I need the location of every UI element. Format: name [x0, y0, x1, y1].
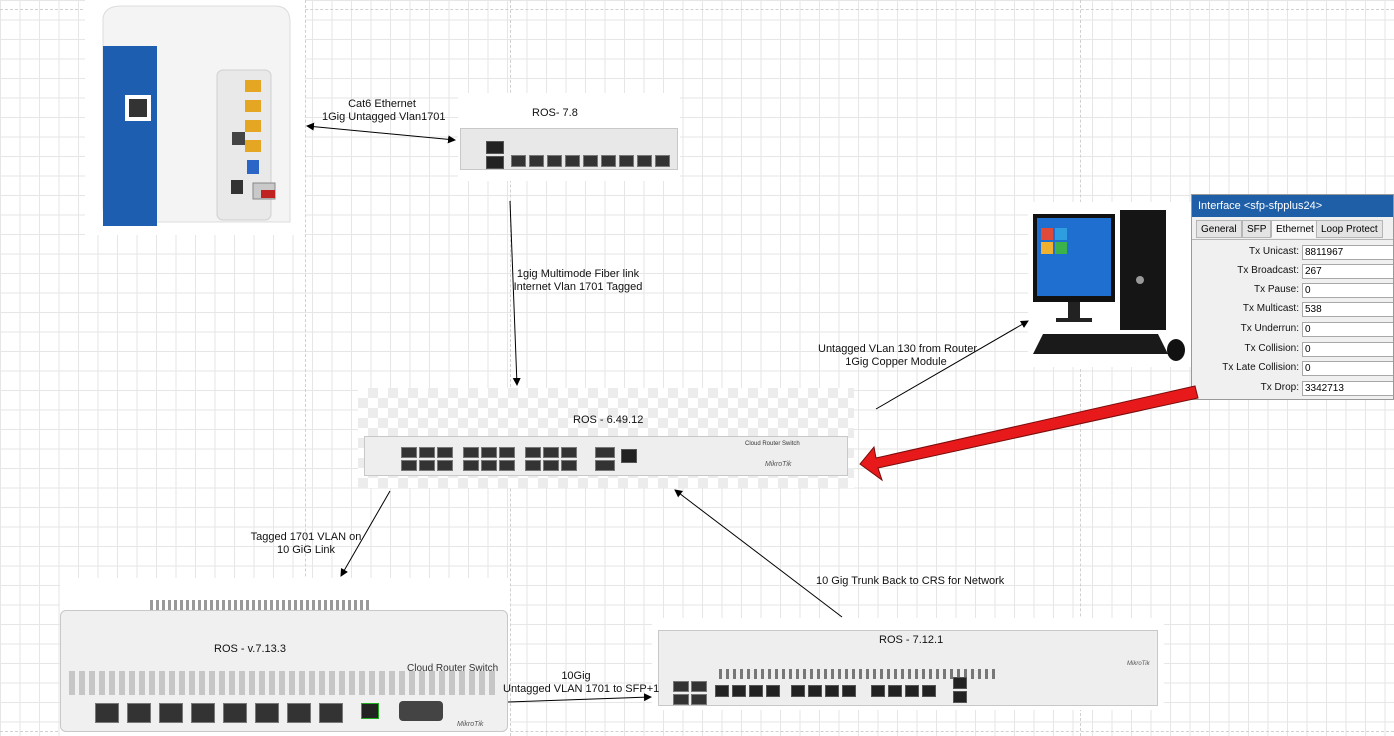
stat-label: Tx Multicast:	[1242, 303, 1299, 314]
tab-loop-protect[interactable]: Loop Protect	[1316, 220, 1383, 238]
tengig-arrow	[507, 693, 652, 703]
router-top-image: ROS- 7.8	[458, 93, 680, 181]
crs-bottom-right-version-label: ROS - 7.12.1	[879, 634, 944, 646]
crs-main-image: Cloud Router Switch MikroTik ROS - 6.49.…	[358, 388, 854, 488]
stat-row: Tx Multicast: 538	[1192, 302, 1393, 318]
stat-label: Tx Collision:	[1244, 343, 1299, 354]
stat-value: 0	[1302, 283, 1393, 298]
page-guide	[0, 731, 1394, 732]
crs-main-brand: Cloud Router Switch	[745, 441, 800, 447]
stat-value: 0	[1302, 361, 1393, 376]
untagged-vlan-arrow	[875, 320, 1029, 410]
page-guide	[1080, 0, 1081, 736]
highlight-arrow	[859, 385, 1199, 482]
stat-value: 267	[1302, 264, 1393, 279]
stat-row: Tx Underrun: 0	[1192, 322, 1393, 338]
stat-row: Tx Drop: 3342713	[1192, 381, 1393, 397]
stat-label: Tx Underrun:	[1240, 323, 1299, 334]
router-top-chassis	[460, 128, 678, 170]
fiber-link-arrow	[509, 200, 521, 386]
crs-bottom-right-image: MikroTik ROS - 7.12.1	[652, 618, 1164, 710]
stat-row: Tx Late Collision: 0	[1192, 361, 1393, 377]
page-guide	[0, 9, 1394, 10]
crs-bottom-left-version-label: ROS - v.7.13.3	[214, 643, 286, 655]
stat-value: 8811967	[1302, 245, 1393, 260]
tab-sfp[interactable]: SFP	[1242, 220, 1272, 238]
crs-main-version-label: ROS - 6.49.12	[573, 414, 644, 426]
stat-row: Tx Broadcast: 267	[1192, 264, 1393, 280]
tab-general[interactable]: General	[1196, 220, 1242, 238]
stat-value: 0	[1302, 342, 1393, 357]
crs-bottom-left-image: Cloud Router Switch MikroTik ROS - v.7.1…	[60, 578, 510, 736]
stat-value: 0	[1302, 322, 1393, 337]
crs-bottom-left-brand: Cloud Router Switch	[407, 663, 499, 674]
stat-row: Tx Pause: 0	[1192, 283, 1393, 299]
stat-label: Tx Broadcast:	[1237, 265, 1299, 276]
stat-label: Tx Drop:	[1260, 382, 1299, 393]
interface-window-title: Interface <sfp-sfpplus24>	[1192, 195, 1393, 217]
interface-tabs: General SFP Ethernet Loop Protect	[1192, 217, 1393, 240]
desktop-pc-image	[1028, 202, 1191, 367]
stat-row: Tx Unicast: 8811967	[1192, 245, 1393, 261]
crs-bottom-left-chassis: Cloud Router Switch MikroTik	[60, 610, 508, 732]
cat6-link-arrow	[306, 122, 456, 144]
stat-label: Tx Unicast:	[1248, 246, 1299, 257]
page-guide	[510, 0, 511, 736]
interface-window: Interface <sfp-sfpplus24> General SFP Et…	[1191, 194, 1394, 400]
stat-label: Tx Pause:	[1253, 284, 1299, 295]
crs-main-chassis: Cloud Router Switch MikroTik	[364, 436, 848, 476]
crs-bottom-right-chassis: MikroTik	[658, 630, 1158, 706]
stat-label: Tx Late Collision:	[1222, 362, 1299, 373]
gateway-device-image	[85, 0, 305, 235]
stat-value: 3342713	[1302, 381, 1393, 396]
crs-bottom-left-logo: MikroTik	[457, 721, 484, 728]
crs-main-logo: MikroTik	[765, 461, 792, 468]
stat-row: Tx Collision: 0	[1192, 342, 1393, 358]
tagged-vlan-arrow	[340, 490, 391, 577]
router-top-version-label: ROS- 7.8	[532, 107, 578, 119]
crs-bottom-right-logo: MikroTik	[1127, 661, 1150, 667]
trunk-label: 10 Gig Trunk Back to CRS for Network	[816, 575, 1005, 587]
page-guide	[305, 0, 306, 736]
trunk-arrow	[674, 489, 843, 618]
stat-value: 538	[1302, 302, 1393, 317]
